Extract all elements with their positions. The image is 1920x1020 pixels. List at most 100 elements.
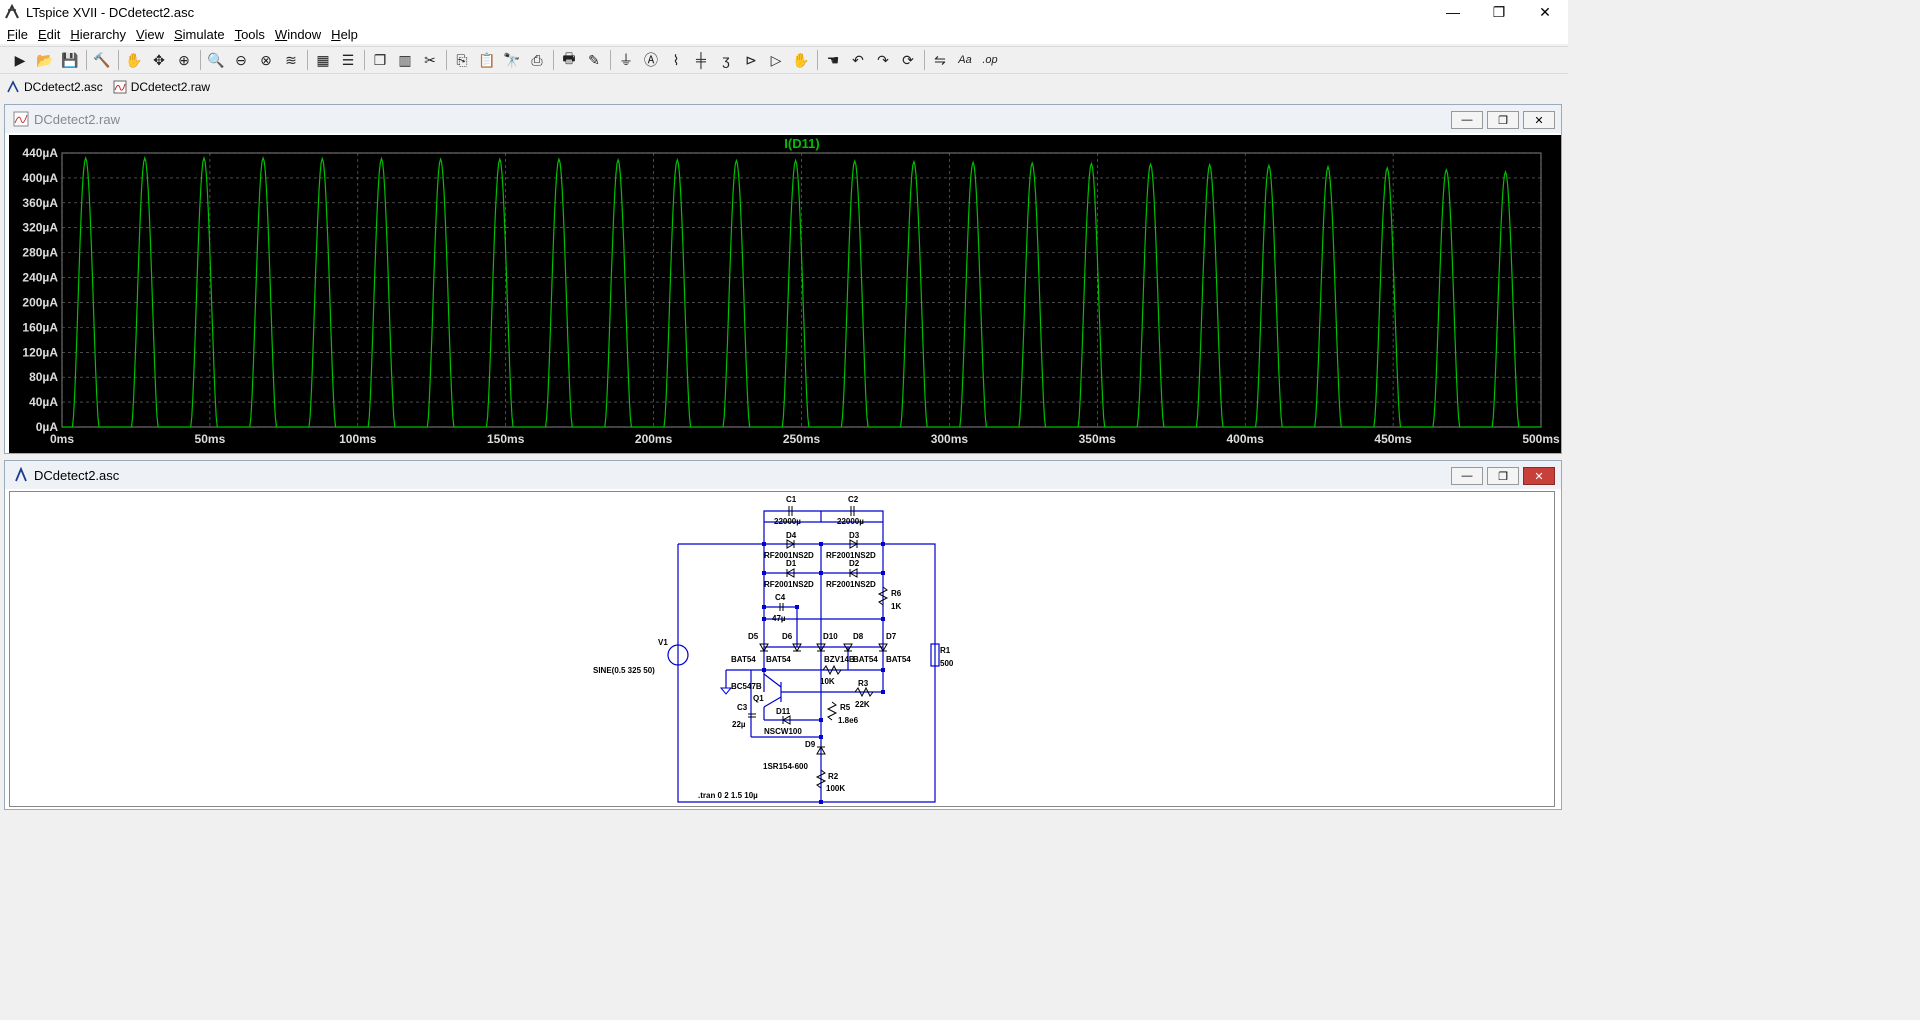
label-d5-value: BAT54 [731,655,756,664]
label-c3: C3 [737,703,748,712]
rotate-icon[interactable]: ⟳ [902,51,914,68]
menu-hierarchy[interactable]: Hierarchy [70,26,127,42]
cut-icon[interactable]: ✂ [424,51,436,68]
label-c4-value: 47µ [772,614,786,623]
close-button[interactable]: ✕ [1539,3,1551,20]
label-d3-value: RF2001NS2D [826,551,876,560]
schematic-restore-button[interactable]: ❐ [1487,467,1519,485]
y-tick-label: 120µA [22,345,58,359]
drag-icon[interactable]: ☚ [826,51,840,68]
print-setup-icon[interactable]: 🖶 [562,50,576,66]
y-tick-label: 200µA [22,295,58,309]
halt-icon[interactable]: ✋ [125,51,143,68]
tile-vertical-icon[interactable]: ▥ [398,51,412,68]
resistor-icon[interactable]: ⌇ [672,51,680,68]
zoom-out-icon[interactable]: ⊖ [235,51,247,68]
label-d6-value: BAT54 [766,655,791,664]
x-tick-label: 250ms [783,432,821,446]
grid-icon[interactable]: ▦ [316,51,330,68]
restore-button[interactable]: ❐ [1492,3,1506,20]
label-d10-value: BZV14B [824,655,855,664]
y-tick-label: 0µA [36,420,59,434]
copy-icon[interactable]: ⎘ [456,51,468,68]
diode-icon[interactable]: ⊳ [745,51,757,68]
label-c2: C2 [848,495,859,504]
y-tick-label: 160µA [22,320,58,334]
run-icon[interactable]: ▶ [14,51,26,68]
menu-help[interactable]: Help [331,26,358,42]
find-icon[interactable]: 🔭 [503,51,521,68]
print-icon[interactable]: ⎙ [531,51,543,68]
text-icon[interactable]: Aa [958,54,972,66]
title-bar: LTspice XVII - DCdetect2.asc — ❐ ✕ [0,0,1568,24]
toolbar-separator [118,50,119,70]
cascade-icon[interactable]: ❐ [373,51,387,68]
open-icon[interactable]: 📂 [36,51,54,68]
waveform-window-title: DCdetect2.raw [34,111,120,127]
pan-icon[interactable]: ✥ [153,51,165,68]
menu-edit[interactable]: Edit [37,26,61,42]
ground-icon[interactable]: ⏚ [619,52,633,68]
menu-simulate[interactable]: Simulate [173,26,225,42]
zoom-fit-icon[interactable]: ⊗ [260,51,272,68]
label-v1-value: SINE(0.5 325 50) [593,666,655,675]
toolbar-separator [553,50,554,70]
label-c2-value: 22000µ [837,517,864,526]
toolbar-separator [86,50,87,70]
y-tick-label: 40µA [29,395,58,409]
label-d3: D3 [849,531,860,540]
toolbar-separator [200,50,201,70]
waveform-chart: I(D11) 0µA40µA80µA120µA160µA200µA240µA28… [22,136,1560,446]
menu-view[interactable]: View [136,26,164,42]
waveform-restore-button[interactable]: ❐ [1487,111,1519,129]
toolbar-separator [446,50,447,70]
zoom-in-icon[interactable]: ⊕ [178,51,190,68]
y-tick-label: 80µA [29,370,58,384]
schematic-minimize-button[interactable]: — [1451,467,1483,485]
status-bar [0,820,1568,833]
pencil-icon[interactable]: ✎ [588,51,600,68]
schematic-canvas[interactable]: C1 22000µ C2 22000µ D4 RF2001NS2D D3 RF2… [9,491,1555,807]
schematic-close-button[interactable]: ✕ [1523,467,1555,485]
trace-i-d11[interactable] [62,155,1541,428]
tab-schematic[interactable]: DCdetect2.asc [6,80,103,94]
x-tick-label: 400ms [1227,432,1265,446]
x-tick-label: 200ms [635,432,673,446]
label-r1: R1 [940,646,951,655]
autorange-icon[interactable]: ≋ [285,51,297,68]
label-d9-value: 1SR154-600 [763,762,808,771]
spice-directive-icon[interactable]: .op [982,54,998,66]
redo-icon[interactable]: ↷ [877,51,889,68]
capacitor-icon[interactable]: ╪ [696,52,706,68]
menu-window[interactable]: Window [274,26,322,42]
tab-waveform[interactable]: DCdetect2.raw [113,80,210,94]
tile-horizontal-icon[interactable]: ☰ [341,51,355,68]
label-r1-value: 500 [940,659,954,668]
save-icon[interactable]: 💾 [61,51,79,68]
move-icon[interactable]: ✋ [792,51,810,68]
undo-icon[interactable]: ↶ [852,51,864,68]
menu-tools[interactable]: Tools [234,26,265,42]
menu-file[interactable]: File [7,26,28,42]
waveform-window-titlebar: DCdetect2.raw [5,105,1561,133]
inductor-icon[interactable]: ʒ [722,52,730,68]
window-title: LTspice XVII - DCdetect2.asc [26,4,195,20]
schematic-icon [15,467,27,482]
waveform-minimize-button[interactable]: — [1451,111,1483,129]
control-panel-icon[interactable]: 🔨 [93,51,111,68]
label-d1: D1 [786,559,797,568]
label-d7-value: BAT54 [886,655,911,664]
spice-directive-tran[interactable]: .tran 0 2 1.5 10µ [698,791,758,800]
label-r2: R2 [828,772,839,781]
waveform-close-button[interactable]: ✕ [1523,111,1555,129]
component-icon[interactable]: ▷ [770,51,782,68]
minimize-button[interactable]: — [1446,4,1460,20]
zoom-area-icon[interactable]: 🔍 [207,51,225,68]
toolbar-separator [307,50,308,70]
mirror-icon[interactable]: ⇋ [934,51,946,68]
paste-icon[interactable]: 📋 [478,51,496,68]
label-r3-value: 22K [855,700,870,709]
toolbar-separator [610,50,611,70]
label-icon[interactable]: Ⓐ [644,52,658,68]
